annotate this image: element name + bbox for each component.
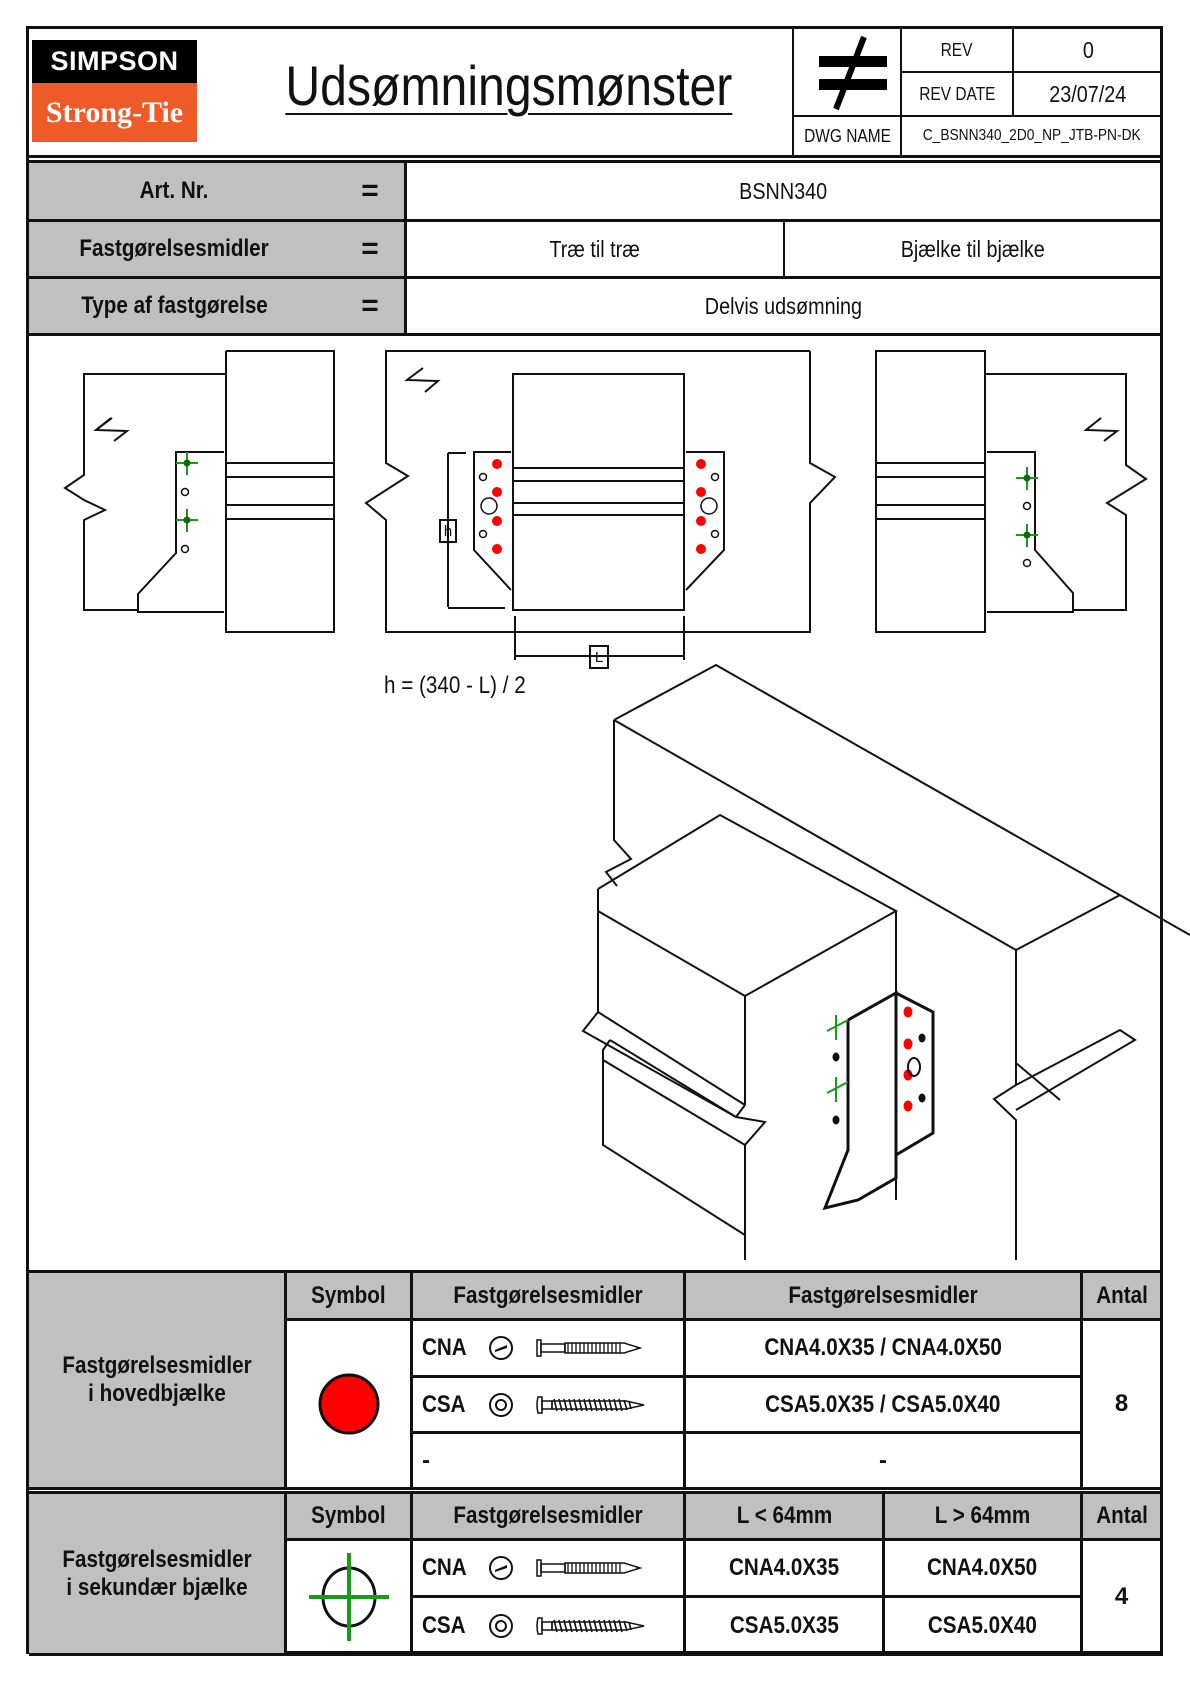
logo-strong-tie-text: Strong-Tie	[45, 95, 184, 129]
fastener-spec: CNA4.0X35 / CNA4.0X50	[764, 1334, 1002, 1361]
csa-head-icon	[488, 1613, 514, 1639]
equals-icon: =	[361, 174, 379, 207]
fastener-value-beam: Bjælke til bjælke	[900, 235, 1045, 262]
header-symbol: Symbol	[311, 1281, 386, 1309]
fastening-type-label: Type af fastgørelse	[80, 292, 268, 319]
screw-icon	[536, 1614, 648, 1638]
secondary-count: 4	[1114, 1583, 1129, 1610]
art-nr-label: Art. Nr.	[139, 177, 209, 204]
logo-simpson-text: SIMPSON	[50, 46, 179, 76]
main-beam-label: Fastgørelsesmidler i hovedbjælke	[61, 1352, 252, 1407]
rev-date-label: REV DATE	[918, 83, 996, 104]
table-row: CNA	[422, 1541, 646, 1595]
rev-date-value: 23/07/24	[1049, 80, 1127, 107]
fastener-label: Fastgørelsesmidler	[79, 235, 269, 262]
fastening-type-value: Delvis udsømning	[704, 292, 863, 319]
fastener-type: CNA	[422, 1334, 467, 1361]
fastener-long: CNA4.0X50	[927, 1554, 1038, 1581]
info-labels	[29, 163, 404, 333]
header-long: L > 64mm	[934, 1502, 1031, 1529]
revision-block: DWG NAME REV 0 REV DATE 23/07/24 C_BSNN3…	[792, 29, 1162, 155]
secondary-beam-label: Fastgørelsesmidler i sekundær bjælke	[61, 1545, 252, 1601]
table-row: CNA	[422, 1321, 646, 1375]
not-equal-icon	[794, 29, 900, 115]
main-count: 8	[1114, 1390, 1129, 1417]
rev-value: 0	[1082, 36, 1094, 63]
dim-label-l: L	[594, 648, 604, 666]
nail-icon	[536, 1557, 646, 1579]
csa-head-icon	[488, 1392, 514, 1418]
fastener-short: CSA5.0X35	[729, 1611, 839, 1639]
divider	[29, 1487, 1160, 1494]
equals-icon: =	[361, 289, 379, 322]
fastener-spec: -	[879, 1446, 887, 1474]
fastener-short: CNA4.0X35	[728, 1554, 840, 1581]
header-count: Antal	[1095, 1502, 1148, 1529]
cna-head-icon	[488, 1335, 514, 1361]
table-row: CSA	[422, 1598, 648, 1653]
dim-label-h: h	[443, 522, 453, 540]
screw-icon	[536, 1393, 648, 1417]
dwg-name-label: DWG NAME	[803, 125, 891, 146]
header-short: L < 64mm	[736, 1502, 832, 1529]
main-beam-label-cell	[29, 1273, 284, 1487]
fastener-type: -	[422, 1446, 430, 1474]
header-count: Antal	[1095, 1281, 1148, 1309]
header-fastener: Fastgørelsesmidler	[453, 1502, 643, 1529]
cna-head-icon	[488, 1555, 514, 1581]
title-block: SIMPSON Strong-Tie Udsømningsmønster DWG…	[29, 29, 1162, 155]
nail-icon	[536, 1337, 646, 1359]
header-fastener-spec: Fastgørelsesmidler	[788, 1281, 978, 1309]
logo-simpson: SIMPSON	[32, 40, 197, 83]
secondary-header-row	[284, 1494, 1160, 1538]
divider	[29, 155, 1160, 163]
fastener-type: CSA	[422, 1611, 466, 1639]
page-title: Udsømningsmønster	[219, 45, 799, 125]
table-row: CSA	[422, 1378, 648, 1431]
fastener-value-wood: Træ til træ	[549, 235, 641, 262]
fastener-spec: CSA5.0X35 / CSA5.0X40	[765, 1390, 1001, 1418]
table-row: -	[422, 1434, 430, 1487]
page-title-text: Udsømningsmønster	[285, 53, 733, 117]
rev-label: REV	[941, 39, 973, 60]
fastener-type: CSA	[422, 1390, 466, 1418]
header-fastener: Fastgørelsesmidler	[453, 1281, 643, 1309]
fastener-type: CNA	[422, 1554, 467, 1581]
main-header-row	[284, 1273, 1160, 1318]
fastener-long: CSA5.0X40	[927, 1611, 1038, 1639]
equals-icon: =	[361, 232, 379, 265]
red-filled-circle-icon	[287, 1321, 410, 1487]
dwg-name-value: C_BSNN340_2D0_NP_JTB-PN-DK	[923, 127, 1141, 144]
logo-strong-tie: Strong-Tie	[32, 83, 197, 142]
secondary-beam-label-cell	[29, 1494, 284, 1653]
header-symbol: Symbol	[311, 1502, 386, 1529]
formula-text: h = (340 - L) / 2	[384, 672, 526, 699]
green-crosshair-circle-icon	[287, 1541, 410, 1653]
art-nr-value: BSNN340	[739, 177, 828, 204]
